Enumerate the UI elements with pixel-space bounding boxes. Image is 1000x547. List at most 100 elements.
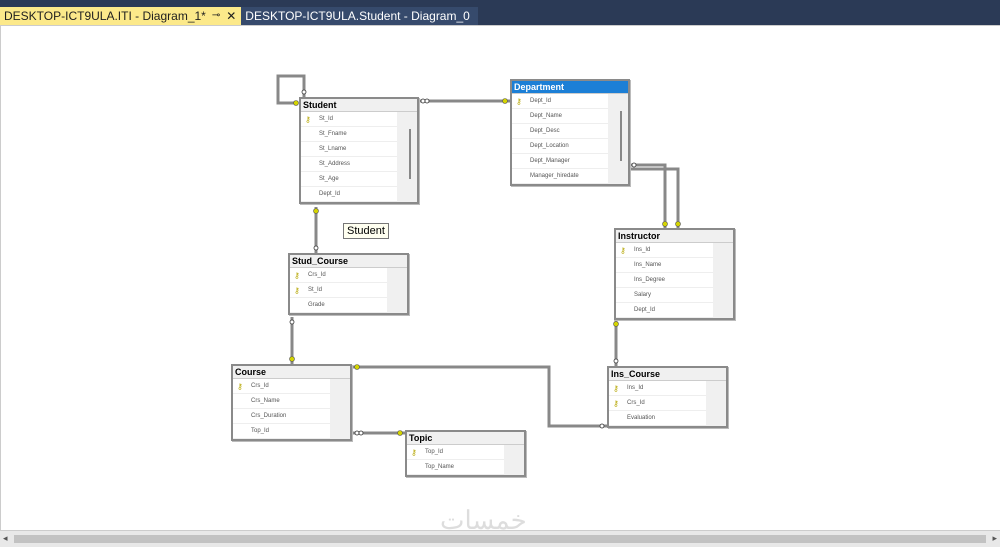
column-row[interactable]: ⚷ Crs_Id [290,268,387,283]
column-name: Ins_Id [634,247,651,253]
column-row[interactable]: Dept_Id [301,187,397,202]
key-icon: ⚷ [411,448,417,457]
column-row[interactable]: Top_Id [233,424,330,439]
scroll-left-icon[interactable]: ◂ [3,533,8,543]
column-name: Dept_Id [319,191,341,197]
column-row[interactable]: Crs_Duration [233,409,330,424]
column-name: Top_Id [425,449,444,455]
column-row[interactable]: Top_Name [407,460,504,475]
table-title[interactable]: Topic [407,432,524,445]
column-name: Top_Id [251,428,270,434]
column-row[interactable]: Dept_Name [512,109,608,124]
key-icon: ⚷ [305,115,311,124]
column-name: Crs_Id [251,383,269,389]
table-scrollbar[interactable] [409,129,411,179]
column-row[interactable]: ⚷ Crs_Id [609,396,706,411]
column-row[interactable]: ⚷Crs_Id [233,379,330,394]
column-row[interactable]: Manager_hiredate [512,169,608,184]
table-title[interactable]: Instructor [616,230,733,243]
key-icon: ⚷ [294,271,300,280]
column-row[interactable]: ⚷Ins_Id [609,381,706,396]
document-tab-bar: DESKTOP-ICT9ULA.ITI - Diagram_1* ⊸ ✕ DESKT… [0,0,1000,25]
column-name: Crs_Duration [251,413,287,419]
table-title[interactable]: Department [512,81,628,94]
table-title[interactable]: Course [233,366,350,379]
key-icon: ⚷ [613,399,619,408]
key-icon: ⚷ [294,286,300,295]
column-row[interactable]: Evaluation [609,411,706,426]
column-name: St_Address [319,161,351,167]
column-row[interactable]: St_Address [301,157,397,172]
table-title[interactable]: Stud_Course [290,255,407,268]
column-name: Ins_Name [634,262,662,268]
column-name: Ins_Degree [634,277,666,283]
tab-label: DESKTOP-ICT9ULA.ITI - Diagram_1* [4,9,206,23]
column-row[interactable]: ⚷Dept_Id [512,94,608,109]
column-row[interactable]: Dept_Desc [512,124,608,139]
column-name: Crs_Name [251,398,280,404]
column-row[interactable]: St_Lname [301,142,397,157]
tab-iti-diagram-1[interactable]: DESKTOP-ICT9ULA.ITI - Diagram_1* ⊸ ✕ [0,7,242,25]
column-row[interactable]: ⚷ St_Id [301,112,397,127]
table-title[interactable]: Ins_Course [609,368,726,381]
column-name: Dept_Name [530,113,563,119]
pin-icon[interactable]: ⊸ [211,10,221,21]
column-row[interactable]: Ins_Degree [616,273,713,288]
relationship-student-self [276,74,306,105]
column-name: Ins_Id [627,385,644,391]
column-row[interactable]: St_Fname [301,127,397,142]
close-icon[interactable]: ✕ [226,9,237,23]
relationship-department-instructor [630,163,680,228]
column-name: St_Age [319,176,339,182]
column-name: Dept_Location [530,143,569,149]
column-name: Crs_Id [627,400,645,406]
key-icon: ⚷ [620,246,626,255]
diagram-canvas[interactable] [0,25,1000,530]
column-name: Dept_Id [634,307,656,313]
column-name: Manager_hiredate [530,173,579,179]
column-row[interactable]: ⚷ Ins_Id [616,243,713,258]
column-row[interactable]: St_Age [301,172,397,187]
column-row[interactable]: Crs_Name [233,394,330,409]
column-name: St_Id [308,287,323,293]
horizontal-scrollbar[interactable]: ◂ ▸ [0,530,1000,547]
column-row[interactable]: Dept_Manager [512,154,608,169]
column-name: St_Fname [319,131,347,137]
tab-student-diagram-0[interactable]: DESKTOP-ICT9ULA.Student - Diagram_0 [241,7,478,25]
column-name: St_Id [319,116,334,122]
column-row[interactable]: ⚷ St_Id [290,283,387,298]
column-name: Dept_Desc [530,128,560,134]
tab-label: DESKTOP-ICT9ULA.Student - Diagram_0 [245,9,470,23]
scroll-right-icon[interactable]: ▸ [992,533,997,543]
scrollbar-thumb[interactable] [14,535,986,543]
relationship-course-inscourse [352,365,607,428]
column-name: St_Lname [319,146,347,152]
column-row[interactable]: Grade [290,298,387,313]
table-scrollbar[interactable] [620,111,622,161]
column-row[interactable]: Salary [616,288,713,303]
column-row[interactable]: Ins_Name [616,258,713,273]
column-row[interactable]: Dept_Location [512,139,608,154]
column-row[interactable]: ⚷ Top_Id [407,445,504,460]
column-name: Dept_Id [530,98,552,104]
column-name: Dept_Manager [530,158,570,164]
column-name: Top_Name [425,464,455,470]
table-title[interactable]: Student [301,99,417,112]
column-name: Salary [634,292,652,298]
column-row[interactable]: Dept_Id [616,303,713,318]
column-name: Crs_Id [308,272,326,278]
